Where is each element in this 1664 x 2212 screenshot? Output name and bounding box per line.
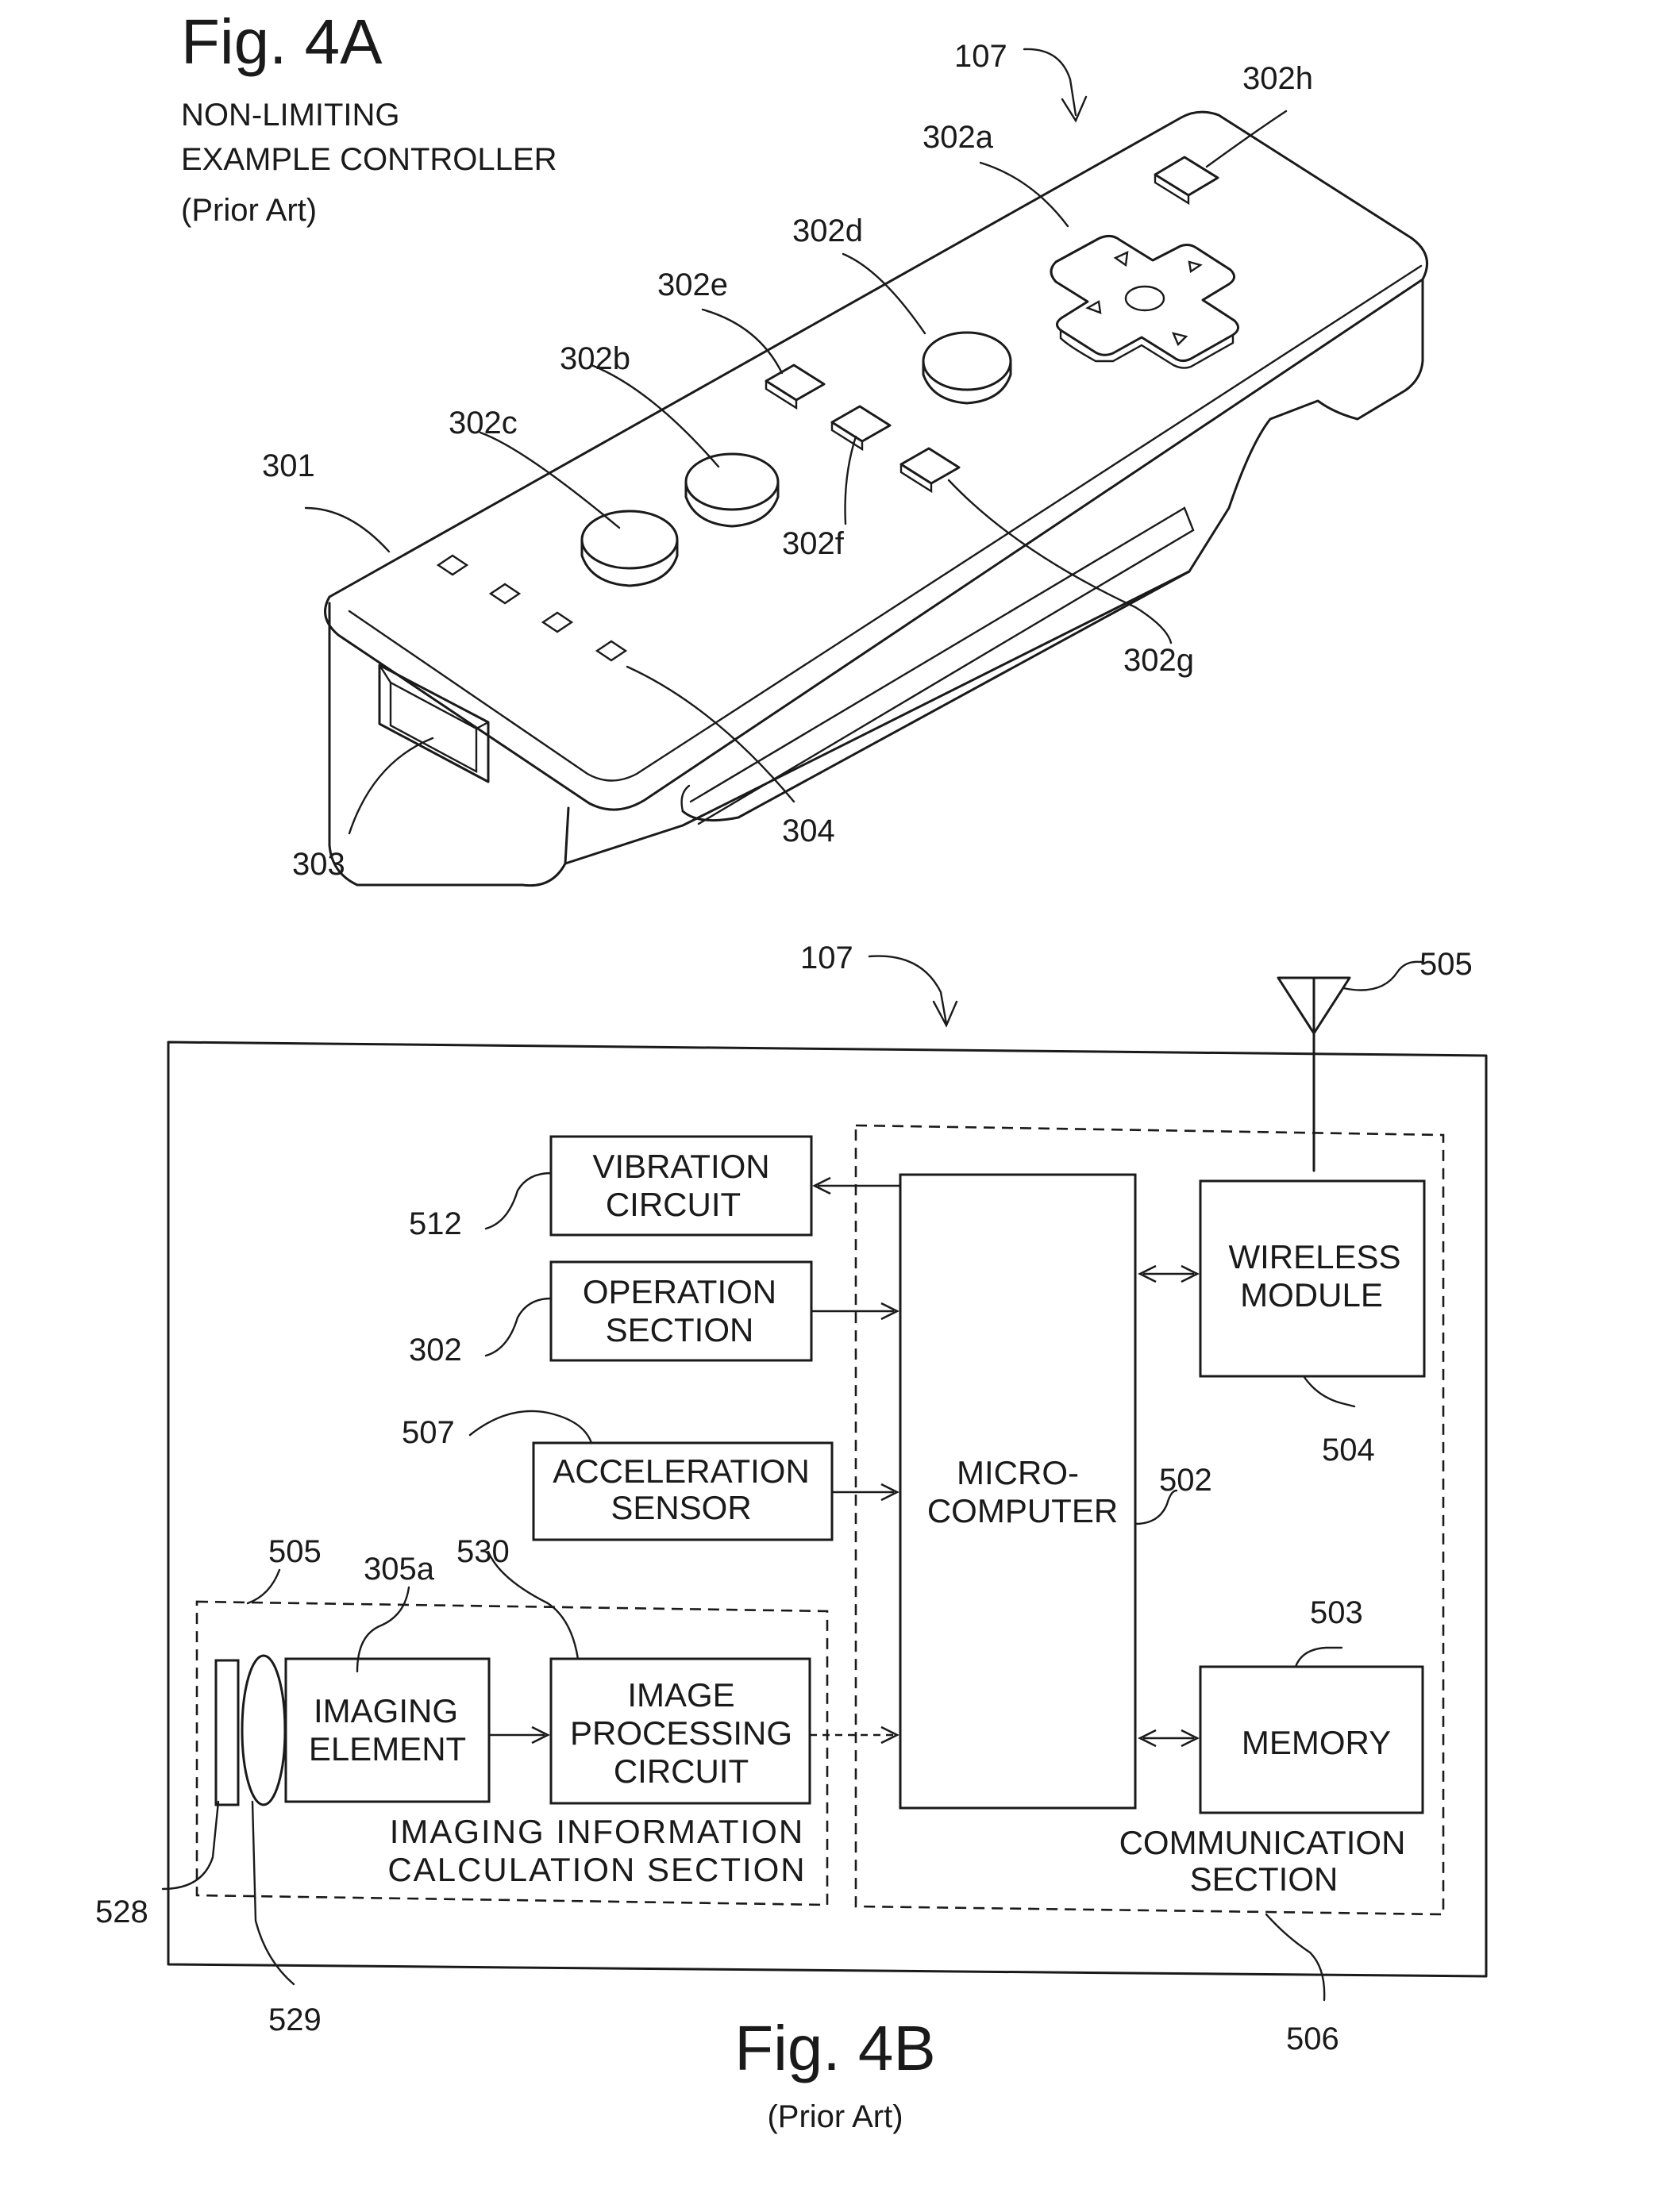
ref-304: 304: [782, 814, 835, 848]
controller-front-bottom: [521, 806, 570, 887]
imaging-element-block: IMAGING ELEMENT: [284, 1657, 491, 1803]
operation-section-block: OPERATION SECTION: [549, 1260, 813, 1362]
controller-outline-box: [167, 1041, 1488, 1978]
ref-107-a: 107: [954, 39, 1007, 74]
fig-4b: 107 505 VIBRATION CIRCUIT OPERATION SECT…: [95, 941, 1488, 2134]
ref-512: 512: [409, 1206, 462, 1241]
acceleration-line1: ACCELERATION: [553, 1452, 810, 1490]
controller-top-face: [324, 110, 1429, 811]
fig-4a-caption-line2: EXAMPLE CONTROLLER: [181, 142, 557, 177]
ir-window: [378, 664, 490, 783]
button-302e: [765, 364, 826, 410]
memory-block: MEMORY: [1199, 1665, 1424, 1814]
microcomputer-block: MICRO- COMPUTER: [899, 1173, 1137, 1810]
wireless-line1: WIRELESS: [1228, 1238, 1400, 1275]
ref-529: 529: [268, 2002, 322, 2037]
memory-label: MEMORY: [1242, 1724, 1391, 1761]
block-connections: [489, 1176, 1200, 1748]
ref-302d: 302d: [792, 214, 863, 248]
image-processing-line3: CIRCUIT: [614, 1752, 749, 1790]
antenna-icon: [1277, 960, 1423, 1172]
ref-302f: 302f: [782, 526, 845, 561]
ref-301: 301: [262, 448, 315, 483]
fig-4a-caption-line1: NON-LIMITING: [181, 98, 400, 133]
ref-302c: 302c: [449, 406, 518, 440]
fig-4a-leaders: [304, 48, 1288, 835]
imaging-info-section-line2: CALCULATION SECTION: [387, 1851, 806, 1888]
ref-506: 506: [1286, 2022, 1339, 2056]
imaging-info-section-line1: IMAGING INFORMATION: [390, 1813, 805, 1850]
controller-underside-curve: [680, 784, 691, 813]
button-302f: [830, 405, 892, 452]
controller-side-groove: [689, 506, 1195, 825]
communication-section-line1: COMMUNICATION: [1119, 1824, 1406, 1861]
fig-4a-title: Fig. 4A: [181, 6, 383, 77]
acceleration-line2: SENSOR: [611, 1489, 751, 1526]
controller-front-face: [328, 602, 524, 887]
ref-305a: 305a: [364, 1552, 435, 1587]
microcomputer-line1: MICRO-: [957, 1454, 1079, 1491]
operation-line2: SECTION: [606, 1311, 754, 1348]
ref-502: 502: [1159, 1463, 1212, 1498]
dpad-302a: [1050, 234, 1239, 369]
controller-illustration: [324, 110, 1429, 887]
player-leds: [436, 554, 628, 662]
ref-302: 302: [409, 1333, 462, 1368]
image-processing-line1: IMAGE: [627, 1676, 734, 1714]
button-302d: [922, 331, 1012, 405]
ref-505: 505: [268, 1534, 322, 1569]
imaging-info-section-boundary: [195, 1600, 829, 1906]
button-302c: [580, 510, 679, 587]
fig-4b-title: Fig. 4B: [734, 2013, 935, 2083]
button-302g: [899, 447, 961, 494]
fig-4b-subtitle: (Prior Art): [767, 2099, 903, 2134]
wireless-module-block: WIRELESS MODULE: [1199, 1179, 1426, 1378]
ref-107-b: 107: [800, 941, 853, 975]
ref-302b: 302b: [560, 341, 630, 376]
controller-bottom-edge: [564, 570, 1191, 865]
wireless-line2: MODULE: [1240, 1276, 1383, 1314]
ref-528: 528: [95, 1895, 148, 1929]
fig-4b-leaders: [161, 1171, 1356, 2002]
microcomputer-line2: COMPUTER: [927, 1492, 1118, 1529]
ref-302g: 302g: [1123, 643, 1194, 678]
image-processing-circuit-block: IMAGE PROCESSING CIRCUIT: [549, 1657, 811, 1805]
imaging-element-line1: IMAGING: [314, 1692, 458, 1729]
ref-530: 530: [456, 1534, 510, 1569]
ref-302e: 302e: [657, 267, 728, 302]
ref-303: 303: [292, 847, 345, 882]
ref-503: 503: [1310, 1595, 1363, 1630]
lens: [241, 1654, 287, 1806]
infrared-filter: [214, 1659, 240, 1806]
button-302b: [684, 452, 780, 528]
ref-302h: 302h: [1242, 61, 1313, 96]
ref-302a: 302a: [923, 120, 994, 155]
button-302h: [1154, 156, 1219, 206]
vibration-line2: CIRCUIT: [606, 1186, 741, 1223]
fig-4a-caption-line3: (Prior Art): [181, 193, 317, 228]
ref-504: 504: [1322, 1433, 1375, 1468]
image-processing-line2: PROCESSING: [570, 1714, 792, 1752]
acceleration-sensor-block: ACCELERATION SENSOR: [532, 1441, 834, 1541]
controller-bevel: [348, 264, 1423, 782]
operation-line1: OPERATION: [583, 1273, 776, 1310]
communication-section-boundary: [854, 1124, 1445, 1916]
fig-4a: Fig. 4A NON-LIMITING EXAMPLE CONTROLLER …: [181, 6, 1429, 887]
ref-507: 507: [402, 1415, 455, 1450]
imaging-element-line2: ELEMENT: [309, 1730, 466, 1768]
vibration-line1: VIBRATION: [592, 1148, 769, 1185]
vibration-circuit-block: VIBRATION CIRCUIT: [549, 1135, 813, 1237]
controller-side: [681, 278, 1424, 822]
communication-section-line2: SECTION: [1190, 1860, 1339, 1898]
ref-505-antenna: 505: [1419, 947, 1473, 982]
